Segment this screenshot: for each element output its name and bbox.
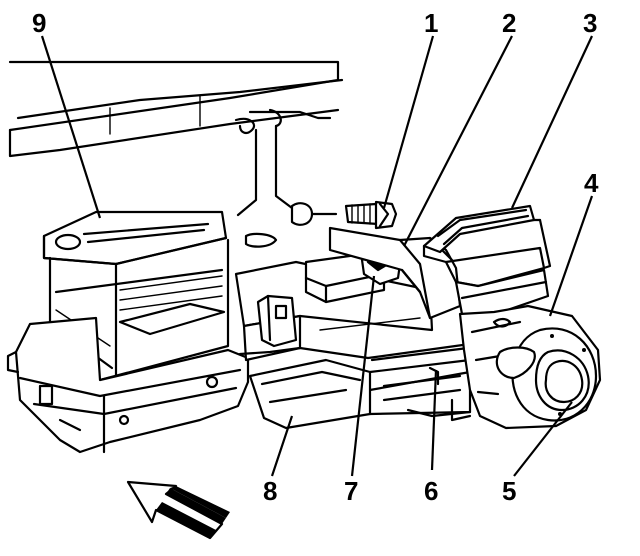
callout-3: 3 bbox=[583, 8, 597, 38]
mounting-screw bbox=[290, 200, 398, 230]
cowl-structure bbox=[8, 60, 344, 217]
leader-1 bbox=[382, 35, 435, 209]
leader-5 bbox=[513, 401, 573, 477]
case-bracket bbox=[244, 232, 298, 348]
drain-tube bbox=[406, 366, 472, 422]
blower-housing bbox=[458, 304, 602, 430]
leader-7 bbox=[350, 275, 376, 477]
callout-6: 6 bbox=[424, 476, 438, 506]
callout-1: 1 bbox=[424, 8, 438, 38]
leader-6 bbox=[430, 369, 438, 471]
leader-2 bbox=[403, 35, 513, 247]
leader-9 bbox=[40, 35, 102, 219]
callout-7: 7 bbox=[344, 476, 358, 506]
callout-5: 5 bbox=[502, 476, 516, 506]
heater-case bbox=[6, 316, 250, 454]
callout-4: 4 bbox=[584, 168, 599, 198]
leader-8 bbox=[270, 415, 294, 477]
callout-numbers: 1 2 3 4 5 6 7 8 9 bbox=[32, 8, 599, 506]
callout-8: 8 bbox=[263, 476, 277, 506]
leader-4 bbox=[548, 195, 594, 317]
leader-lines bbox=[40, 35, 594, 477]
forward-arrow-icon bbox=[126, 480, 230, 540]
heater-core bbox=[42, 210, 230, 382]
callout-2: 2 bbox=[502, 8, 516, 38]
leader-3 bbox=[511, 35, 593, 209]
callout-9: 9 bbox=[32, 8, 46, 38]
